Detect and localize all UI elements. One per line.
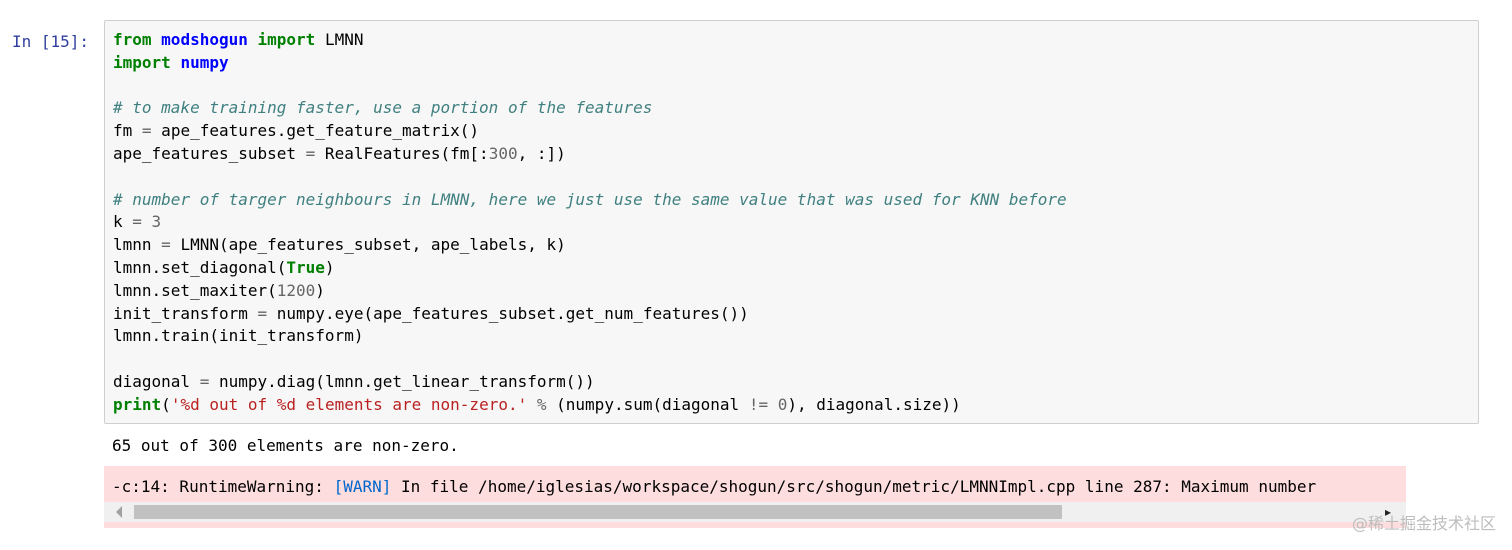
code-token: diagonal [113, 371, 200, 391]
code-token: 300 [488, 143, 518, 163]
code-line: diagonal = numpy.diag(lmnn.get_linear_tr… [113, 371, 1478, 394]
code-token: 1200 [276, 280, 316, 300]
code-token: ape_features_subset [113, 143, 306, 163]
code-token: init_transform [113, 303, 258, 323]
code-line: fm = ape_features.get_feature_matrix() [113, 120, 1478, 143]
code-line: ape_features_subset = RealFeatures(fm[:3… [113, 143, 1478, 166]
code-token [171, 53, 181, 72]
code-token: lmnn [113, 235, 162, 255]
code-token: % [536, 394, 547, 414]
code-line [113, 348, 1478, 371]
code-token [152, 30, 162, 49]
code-token: != [748, 394, 769, 414]
code-token: (numpy.sum(diagonal [546, 394, 749, 414]
code-token: import [257, 30, 316, 49]
stderr-output: -c:14: RuntimeWarning: [WARN] In file /h… [104, 466, 1406, 528]
code-line [113, 75, 1478, 98]
mouse-cursor-icon: ▸ [1385, 505, 1392, 519]
scroll-left-arrow-icon[interactable] [116, 506, 122, 518]
code-token: = [161, 235, 171, 255]
stdout-output: 65 out of 300 elements are non-zero. [112, 436, 459, 455]
code-token: lmnn.train(init_transform) [113, 326, 364, 346]
horizontal-scrollbar[interactable] [104, 502, 1406, 522]
code-token: = [257, 303, 268, 323]
code-token: True [286, 257, 325, 277]
input-prompt: In [15]: [12, 32, 90, 51]
code-token: ) [315, 280, 325, 300]
code-token: ape_features.get_feature_matrix() [151, 121, 480, 141]
stderr-line: -c:14: RuntimeWarning: [WARN] In file /h… [112, 475, 1316, 498]
code-token: print [113, 394, 162, 414]
code-token: = [199, 371, 210, 391]
code-line: k = 3 [113, 211, 1478, 234]
code-token: '%d out of %d elements are non-zero.' [170, 394, 528, 414]
code-line: # to make training faster, use a portion… [113, 97, 1478, 120]
code-token: modshogun [161, 30, 248, 49]
code-token: ) [324, 257, 335, 277]
code-token: ), diagonal.size)) [787, 394, 961, 414]
code-token: 0 [777, 394, 788, 414]
code-line: import numpy [113, 52, 1478, 75]
code-line: lmnn.set_maxiter(1200) [113, 280, 1478, 303]
code-line: lmnn = LMNN(ape_features_subset, ape_lab… [113, 234, 1478, 257]
code-line [113, 166, 1478, 189]
code-token: # to make training faster, use a portion… [113, 98, 653, 118]
stderr-prefix: -c:14: RuntimeWarning: [112, 477, 334, 496]
warn-tag: [WARN] [333, 477, 392, 496]
code-token: numpy [180, 52, 229, 72]
code-token: numpy.eye(ape_features_subset.get_num_fe… [267, 303, 749, 323]
code-token: lmnn.set_maxiter( [113, 280, 277, 300]
code-token: import [113, 52, 171, 72]
stderr-message: In file /home/iglesias/workspace/shogun/… [391, 477, 1317, 496]
watermark: @稀土掘金技术社区 [1351, 514, 1496, 533]
code-token: LMNN(ape_features_subset, ape_labels, k) [170, 235, 566, 255]
code-token [248, 30, 258, 49]
code-line: lmnn.set_diagonal(True) [113, 257, 1478, 280]
code-token: LMNN [315, 30, 364, 49]
code-token: fm [113, 121, 142, 141]
code-token: , :]) [517, 143, 566, 163]
code-token: = [132, 212, 142, 232]
code-line: # number of targer neighbours in LMNN, h… [113, 189, 1478, 212]
code-token: numpy.diag(lmnn.get_linear_transform()) [209, 371, 595, 391]
code-token: 3 [151, 212, 162, 232]
code-line: print('%d out of %d elements are non-zer… [113, 394, 1478, 417]
code-token [142, 212, 152, 231]
code-token: k [113, 212, 133, 232]
scrollbar-thumb[interactable] [134, 505, 1062, 519]
code-line: from modshogun import LMNN [113, 29, 1478, 52]
code-token: = [305, 143, 316, 163]
code-token: ( [161, 394, 171, 414]
code-line: lmnn.train(init_transform) [113, 325, 1478, 348]
code-token: = [141, 121, 152, 141]
code-token [527, 395, 537, 414]
code-token: lmnn.set_diagonal( [113, 257, 287, 277]
code-token [768, 395, 778, 414]
code-line: init_transform = numpy.eye(ape_features_… [113, 303, 1478, 326]
code-token: from [113, 30, 152, 49]
code-token: RealFeatures(fm[: [315, 143, 489, 163]
code-token: # number of targer neighbours in LMNN, h… [113, 189, 1067, 209]
